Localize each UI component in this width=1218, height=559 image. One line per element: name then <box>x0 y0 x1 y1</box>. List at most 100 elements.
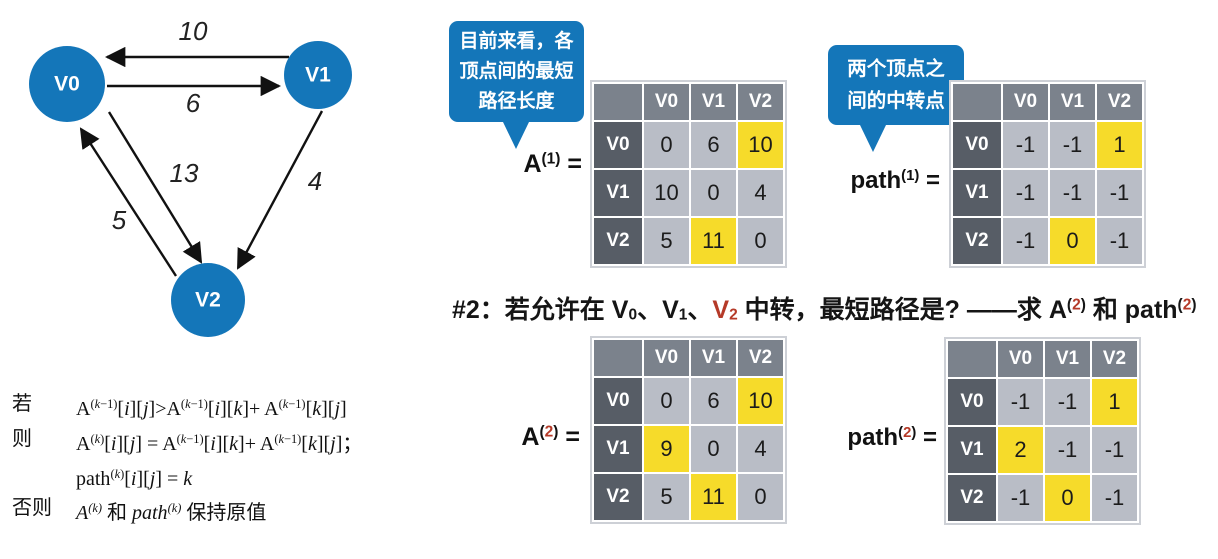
text-run: A <box>523 150 542 178</box>
graph-node-v1: V1 <box>284 41 352 109</box>
text-run: k <box>92 501 98 516</box>
text-run: k <box>312 397 322 420</box>
matrix-cell-highlighted: 11 <box>691 474 736 520</box>
text-run: V <box>712 296 730 324</box>
text-run: [ <box>301 432 308 455</box>
text-run: [ <box>207 397 215 420</box>
matrix-row-header: V2 <box>594 218 642 264</box>
matrix-cell: -1 <box>1097 218 1142 264</box>
text-run: −1) <box>100 397 118 411</box>
matrix-cell: -1 <box>998 475 1043 521</box>
matrix-row-header: V2 <box>594 474 642 520</box>
matrix-row-header: V0 <box>953 122 1001 168</box>
text-run: ( <box>898 424 904 441</box>
text-run: 2 <box>903 424 912 441</box>
matrix-corner-cell <box>594 84 642 120</box>
text-run: #2：若允许在 <box>452 296 612 324</box>
matrix-col-header: V1 <box>691 84 736 120</box>
formula-expression: path(k)[i][j] = k <box>76 459 192 494</box>
text-run: k <box>229 432 239 455</box>
text-run: A <box>1048 296 1067 324</box>
matrix-label-path2: path(2) = <box>785 424 937 452</box>
text-run: k <box>278 431 284 446</box>
text-run: A <box>76 397 91 420</box>
text-run: 和 <box>102 502 132 525</box>
text-run: ]+ A <box>242 397 279 420</box>
formula-expression: A(k)[i][j] = A(k−1)[i][k]+ A(k−1)[k][j]； <box>76 424 362 459</box>
text-run: ( <box>176 431 181 446</box>
matrix-col-header: V2 <box>1092 341 1137 377</box>
matrix-row-header: V2 <box>953 218 1001 264</box>
matrix-col-header: V1 <box>691 340 736 376</box>
text-run: V <box>611 296 629 324</box>
text-run: 2 <box>729 306 738 324</box>
matrix-col-header: V2 <box>1097 84 1142 120</box>
text-run: ][ <box>220 397 234 420</box>
matrix-corner-cell <box>948 341 996 377</box>
text-run: = <box>916 424 937 451</box>
graph-edge-4 <box>236 110 324 270</box>
matrix-cell: -1 <box>998 379 1043 425</box>
text-run: j <box>142 397 149 420</box>
bubble-text-line: 两个顶点之 <box>847 58 945 80</box>
matrix-col-header: V2 <box>738 84 783 120</box>
text-run: ][ <box>129 397 143 420</box>
bubble-text-line: 顶点间的最短 <box>459 60 574 82</box>
text-run: ( <box>1177 296 1183 314</box>
matrix-row-header: V1 <box>594 170 642 216</box>
matrix-cell: -1 <box>1050 122 1095 168</box>
text-run: k <box>282 397 289 411</box>
text-run: i <box>130 467 137 490</box>
matrix-cell: -1 <box>1092 427 1137 473</box>
matrix-cell-highlighted: 11 <box>691 218 736 264</box>
matrix-col-header: V0 <box>1003 84 1048 120</box>
text-run: ) <box>97 501 102 516</box>
text-run: [ <box>305 397 313 420</box>
matrix-cell-highlighted: 10 <box>738 122 783 168</box>
text-run: 0 <box>628 306 638 324</box>
text-run: = <box>919 167 940 194</box>
matrix-cell: -1 <box>1092 475 1137 521</box>
bubble-text-line: 目前来看，各 <box>459 30 574 52</box>
text-run: i <box>110 432 117 455</box>
text-run: −1) <box>186 431 204 446</box>
matrix-cell: 6 <box>691 378 736 424</box>
text-run: ] <box>340 397 347 420</box>
text-run: k <box>307 432 317 455</box>
matrix-col-header: V0 <box>644 84 689 120</box>
question-title: #2：若允许在 V0、V1、V2 中转，最短路径是? ——求 A(2) 和 pa… <box>452 290 1197 326</box>
text-run: = <box>560 150 582 178</box>
matrix-row-header: V0 <box>594 378 642 424</box>
text-run: j <box>129 432 136 455</box>
text-run: 2 <box>1072 296 1081 314</box>
text-run: i <box>210 432 216 455</box>
svg-text:V0: V0 <box>54 73 80 96</box>
edge-weight-label: 10 <box>179 16 208 46</box>
matrix-cell-highlighted: 9 <box>644 426 689 472</box>
matrix-col-header: V0 <box>644 340 689 376</box>
text-run: [ <box>104 432 111 455</box>
edge-weight-label: 13 <box>170 158 199 188</box>
matrix-cell: -1 <box>1003 170 1048 216</box>
text-run: ) <box>553 423 559 441</box>
text-run: k <box>94 397 101 411</box>
matrix-col-header: V1 <box>1050 84 1095 120</box>
formula-expression: A(k) 和 path(k) 保持原值 <box>76 493 266 528</box>
bubble-text-line: 路径长度 <box>478 90 555 112</box>
text-run: = <box>558 423 580 451</box>
svg-text:V1: V1 <box>305 64 331 87</box>
text-run: ) <box>1080 296 1086 314</box>
edge-weight-label: 4 <box>308 166 322 196</box>
text-run: j <box>334 397 341 420</box>
text-run: ]>A <box>148 397 181 420</box>
text-run: ( <box>274 431 279 446</box>
text-run: 2 <box>1182 296 1192 314</box>
text-run: 、 <box>637 296 663 324</box>
formula-condition-word: 则 <box>12 427 32 450</box>
text-run: i <box>214 397 221 420</box>
